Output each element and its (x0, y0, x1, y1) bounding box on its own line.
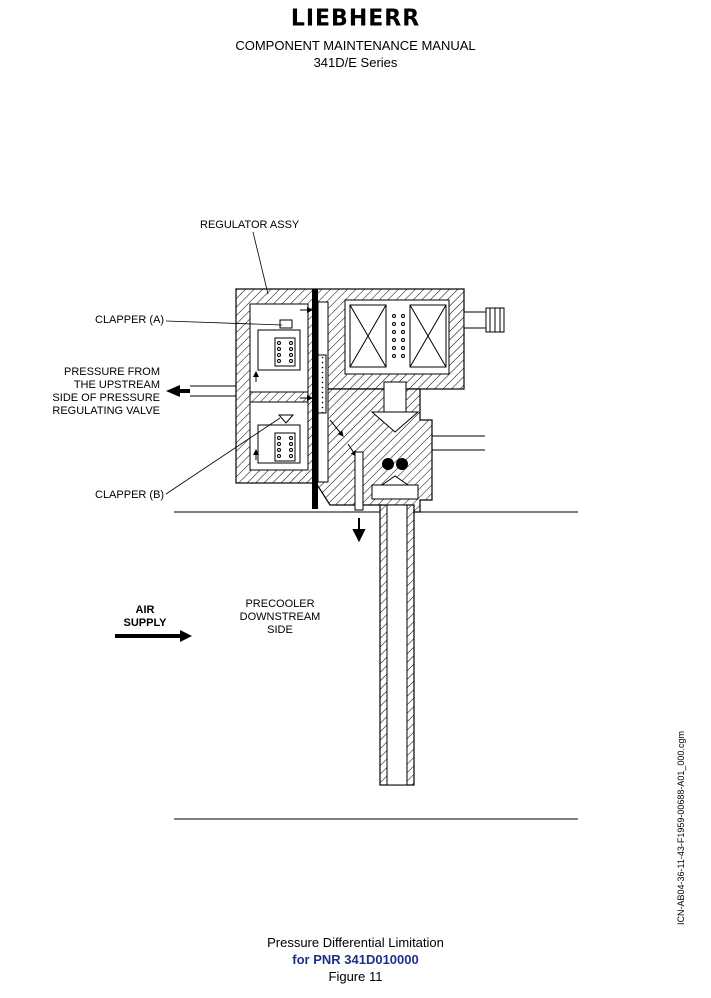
pressure-line-4: REGULATING VALVE (52, 405, 160, 417)
vent-tube (354, 451, 364, 511)
side-reference: ICN-AB04-36-11-43-F1959-00688-A01_000.cg… (676, 731, 686, 925)
manual-title: COMPONENT MAINTENANCE MANUAL (235, 38, 476, 53)
leader-lines (165, 231, 283, 495)
precooler-line-2: DOWNSTREAM (239, 611, 321, 623)
air-supply-arrow (115, 630, 192, 642)
label-clapper-b: CLAPPER (B) (95, 489, 165, 501)
caption-pnr: for PNR 341D010000 (292, 952, 419, 967)
label-precooler: PRECOOLER DOWNSTREAM SIDE (225, 598, 335, 637)
pressure-line-3: SIDE OF PRESSURE (52, 392, 160, 404)
pressure-line-2: THE UPSTREAM (73, 379, 160, 391)
precooler-line-1: PRECOOLER (245, 598, 315, 610)
air-supply-line-2: SUPPLY (123, 617, 167, 629)
label-clapper-a: CLAPPER (A) (95, 314, 165, 326)
pressure-inlet-port (190, 385, 236, 397)
caption-figure: Figure 11 (328, 969, 383, 984)
label-regulator-assy: REGULATOR ASSY (200, 219, 300, 231)
outflow-arrow (166, 385, 190, 397)
precooler-line-3: SIDE (267, 624, 293, 636)
caption-title: Pressure Differential Limitation (267, 935, 444, 950)
label-pressure-from: PRESSURE FROM THE UPSTREAM SIDE OF PRESS… (30, 366, 160, 418)
liebherr-logo: LIEBHERR (290, 5, 421, 32)
valve-body (312, 288, 505, 513)
regulator-housing (235, 288, 317, 484)
vent-arrow (352, 518, 366, 543)
pressure-line-1: PRESSURE FROM (64, 366, 160, 378)
label-air-supply: AIR SUPPLY (110, 604, 180, 630)
air-supply-line-1: AIR (135, 604, 155, 616)
manual-series: 341D/E Series (313, 55, 398, 70)
sensing-tube (379, 504, 415, 786)
